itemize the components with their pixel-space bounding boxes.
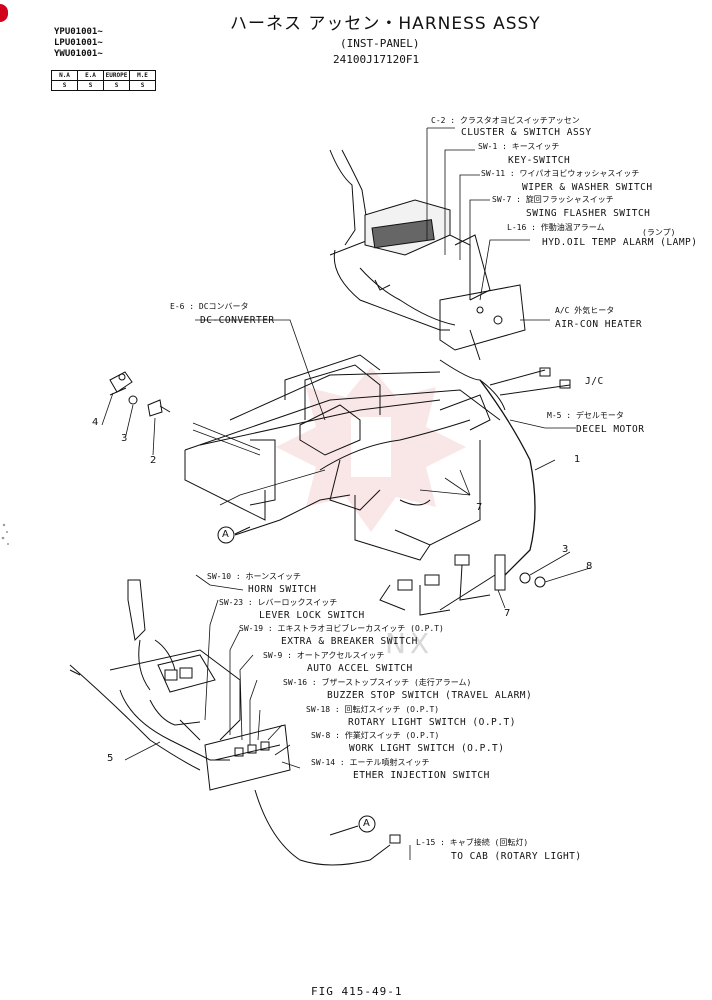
label-e6-jp: E-6 : DCコンバータ	[170, 302, 249, 311]
label-l16-jp: L-16 : 作動油温アラーム	[507, 223, 605, 232]
diagram-subtitle: (INST-PANEL)	[340, 37, 420, 50]
upper-console-illustration	[329, 149, 526, 361]
label-sw23-en: LEVER LOCK SWITCH	[259, 610, 365, 621]
label-c2-en: CLUSTER & SWITCH ASSY	[461, 127, 592, 138]
label-m5-en: DECEL MOTOR	[576, 424, 645, 435]
label-sw14-en: ETHER INJECTION SWITCH	[353, 770, 490, 781]
callout-4: 4	[92, 417, 99, 428]
label-sw18-jp: SW-18 : 回転灯スイッチ (O.P.T)	[306, 705, 440, 714]
label-sw1-jp: SW-1 : キースイッチ	[478, 142, 560, 151]
model-serial-1: YPU01001~	[54, 27, 103, 37]
model-serial-3: YWU01001~	[54, 49, 103, 59]
label-jc: J/C	[585, 376, 604, 387]
label-sw14-jp: SW-14 : エーテル噴射スイッチ	[311, 758, 430, 767]
label-ac-en: AIR-CON HEATER	[555, 319, 643, 330]
page-tab-marker	[0, 4, 8, 22]
callout-5: 5	[107, 753, 114, 764]
reference-a-lower: A	[363, 818, 370, 829]
label-sw16-jp: SW-16 : ブザーストップスイッチ (走行アラーム)	[283, 678, 472, 687]
label-sw7-jp: SW-7 : 旋回フラッシャスイッチ	[492, 195, 614, 204]
callout-3-right: 3	[562, 544, 569, 555]
label-sw10-en: HORN SWITCH	[248, 584, 317, 595]
callout-7-lower: 7	[504, 608, 511, 619]
model-serial-2: LPU01001~	[54, 38, 103, 48]
label-sw9-en: AUTO ACCEL SWITCH	[307, 663, 413, 674]
label-sw1-en: KEY-SWITCH	[508, 155, 571, 166]
label-m5-jp: M-5 : デセルモータ	[547, 411, 624, 420]
label-sw23-jp: SW-23 : レバーロックスイッチ	[219, 598, 338, 607]
label-l15-jp: L-15 : キャブ接続 (回転灯)	[416, 838, 529, 847]
label-l16-jp-lamp: (ランプ)	[642, 228, 676, 237]
panel-frame-illustration	[184, 354, 501, 561]
label-sw7-en: SWING FLASHER SWITCH	[526, 208, 651, 219]
callout-8: 8	[586, 561, 593, 572]
label-sw11-jp: SW-11 : ワイパオヨビウォッシャスイッチ	[481, 169, 640, 178]
label-l15-en: TO CAB (ROTARY LIGHT)	[451, 851, 582, 862]
label-c2-jp: C-2 : クラスタオヨビスイッチアッセン	[431, 116, 580, 125]
label-sw9-jp: SW-9 : オートアクセルスイッチ	[263, 651, 385, 660]
diagram-title: ハーネス アッセン・HARNESS ASSY	[230, 14, 541, 34]
label-sw16-en: BUZZER STOP SWITCH (TRAVEL ALARM)	[327, 690, 533, 701]
label-sw8-en: WORK LIGHT SWITCH (O.P.T)	[349, 743, 505, 754]
reference-a-upper: A	[222, 529, 229, 540]
config-value-me: S	[129, 80, 156, 91]
figure-number: FIG 415-49-1	[311, 985, 403, 998]
region-config-table: N.A E.A EUROPE M.E S S S S	[51, 70, 156, 91]
label-sw18-en: ROTARY LIGHT SWITCH (O.P.T)	[348, 717, 516, 728]
part-number: 24100J17120F1	[333, 53, 420, 66]
label-sw19-jp: SW-19 : エキストラオヨビブレーカスイッチ (O.P.T)	[239, 624, 444, 633]
callout-7-upper: 7	[476, 502, 483, 513]
watermark-text: NX	[385, 627, 434, 660]
label-e6-en: DC-CONVERTER	[200, 315, 275, 326]
callout-3-left: 3	[121, 433, 128, 444]
label-ac-jp: A/C 外気ヒータ	[555, 306, 615, 315]
watermark-logo	[276, 367, 466, 532]
callout-1: 1	[574, 454, 581, 465]
label-sw8-jp: SW-8 : 作業灯スイッチ (O.P.T)	[311, 731, 440, 740]
label-sw11-en: WIPER & WASHER SWITCH	[522, 182, 653, 193]
label-sw10-jp: SW-10 : ホーンスイッチ	[207, 572, 301, 581]
callout-2: 2	[150, 455, 157, 466]
label-sw19-en: EXTRA & BREAKER SWITCH	[281, 636, 418, 647]
scan-artifact	[1, 523, 9, 545]
label-l16-en: HYD.OIL TEMP ALARM (LAMP)	[542, 237, 698, 248]
